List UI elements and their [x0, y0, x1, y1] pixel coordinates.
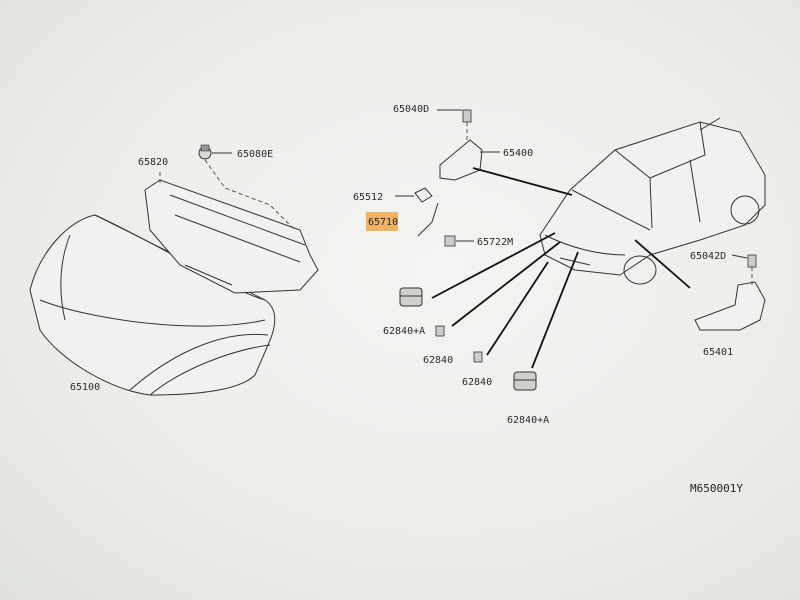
label-highlight [366, 212, 398, 231]
arrows [431, 167, 691, 369]
bumper-stop-a2 [513, 371, 537, 391]
hood-part [29, 214, 276, 396]
label-65040d: 65040D [393, 104, 429, 115]
bumper-stop-a1 [399, 287, 423, 307]
label-65710: 65710 [368, 217, 398, 228]
label-65401: 65401 [703, 347, 733, 358]
rod-65710 [417, 202, 439, 237]
clip-65080e [198, 144, 212, 160]
bumper-stop-2 [473, 351, 483, 363]
insulator-part [144, 179, 319, 294]
label-65042d: 65042D [690, 251, 726, 262]
label-65400: 65400 [503, 148, 533, 159]
car-outline [539, 117, 766, 285]
label-62840-1: 62840 [423, 355, 453, 366]
bumper-stop-1 [435, 325, 445, 337]
label-62840a-1: 62840+A [383, 326, 425, 337]
label-62840-2: 62840 [462, 377, 492, 388]
label-65722m: 65722M [477, 237, 513, 248]
label-62840a-2: 62840+A [507, 415, 549, 426]
bolt-65512 [414, 187, 433, 203]
hinge-65401 [694, 254, 766, 331]
label-65512: 65512 [353, 192, 383, 203]
label-65820: 65820 [138, 157, 168, 168]
label-65080e: 65080E [237, 149, 273, 160]
leader-65080e-dash [204, 159, 296, 231]
label-65100: 65100 [70, 382, 100, 393]
diagram-code: M650001Y [690, 482, 743, 495]
clip-65722m [444, 235, 456, 247]
